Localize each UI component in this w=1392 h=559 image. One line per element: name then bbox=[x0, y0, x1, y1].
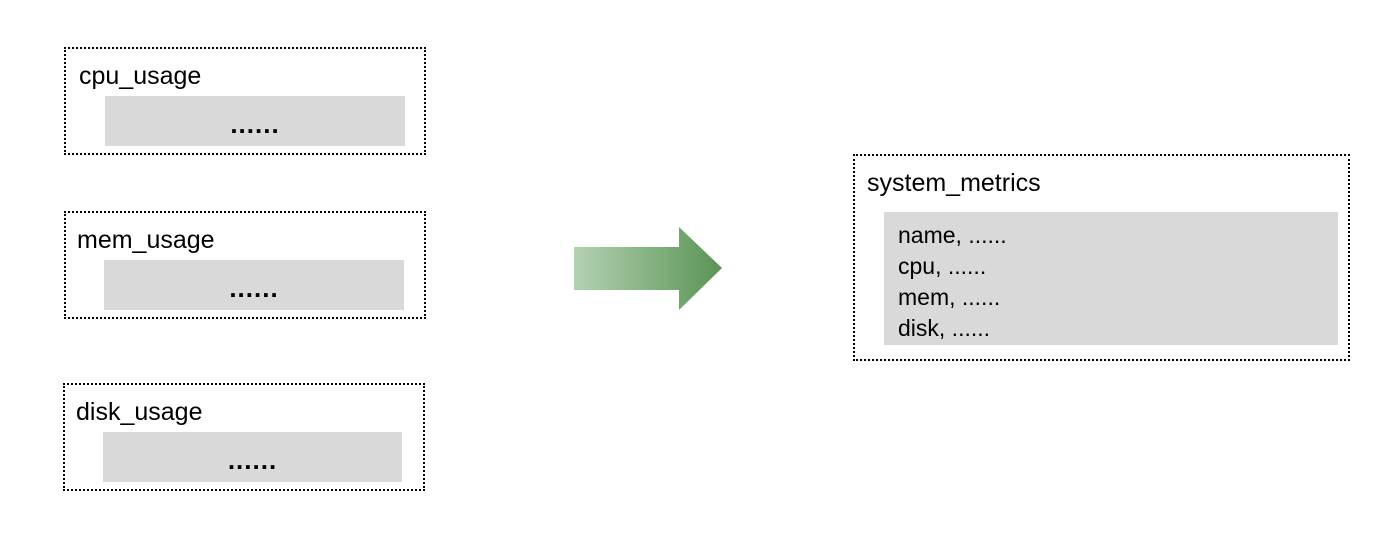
table-content: ...... bbox=[104, 260, 404, 310]
column-row: cpu, ...... bbox=[898, 253, 987, 279]
table-name: mem_usage bbox=[77, 226, 215, 254]
arrow-shape bbox=[574, 227, 722, 310]
arrow-right-icon bbox=[574, 227, 722, 310]
column-row: mem, ...... bbox=[898, 284, 1001, 310]
table-content: name, ...... cpu, ...... mem, ...... dis… bbox=[884, 212, 1338, 345]
source-table-mem-usage: mem_usage ...... bbox=[64, 211, 426, 319]
column-row: disk, ...... bbox=[898, 315, 991, 341]
table-name: cpu_usage bbox=[79, 62, 202, 90]
column-row: name, ...... bbox=[898, 222, 1007, 248]
column-list: name, ...... cpu, ...... mem, ...... dis… bbox=[898, 220, 1007, 344]
content-placeholder: ...... bbox=[230, 109, 280, 139]
source-table-cpu-usage: cpu_usage ...... bbox=[64, 47, 426, 155]
table-name: disk_usage bbox=[76, 398, 203, 426]
table-content: ...... bbox=[103, 432, 402, 482]
content-placeholder: ...... bbox=[229, 273, 279, 303]
source-table-disk-usage: disk_usage ...... bbox=[63, 383, 425, 491]
table-name: system_metrics bbox=[867, 169, 1041, 197]
target-table-system-metrics: system_metrics name, ...... cpu, ...... … bbox=[853, 154, 1350, 361]
table-content: ...... bbox=[105, 96, 405, 146]
content-placeholder: ...... bbox=[227, 445, 278, 475]
